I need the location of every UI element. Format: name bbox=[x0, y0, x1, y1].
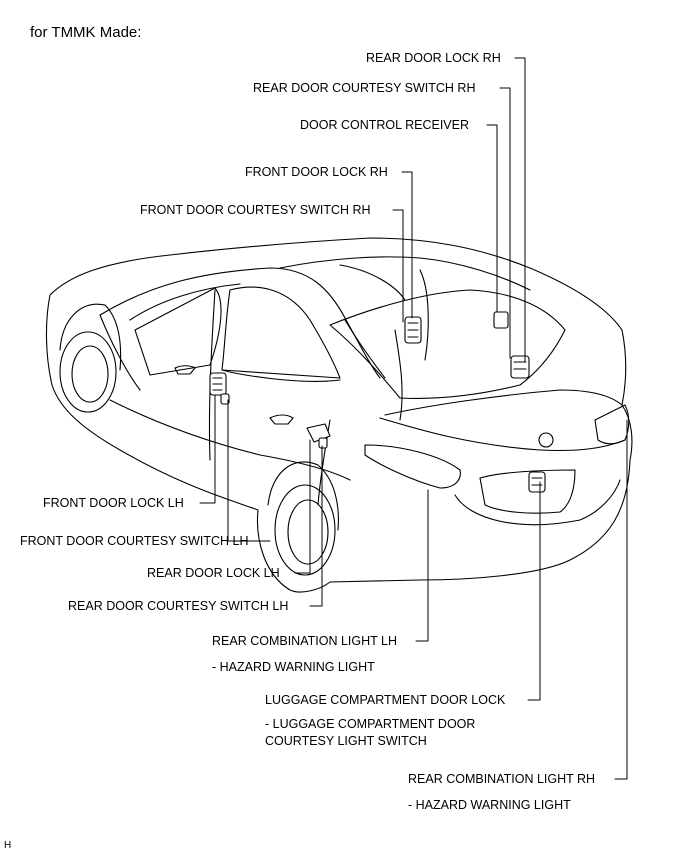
car-body-outline bbox=[45, 237, 633, 593]
rear-door-courtesy-switch-lh-component bbox=[318, 437, 328, 449]
label-front-door-courtesy-switch-lh: FRONT DOOR COURTESY SWITCH LH bbox=[20, 534, 249, 548]
label-luggage-compartment-door-lock: LUGGAGE COMPARTMENT DOOR LOCK bbox=[265, 693, 506, 707]
front-door-lock-lh-component bbox=[209, 372, 227, 396]
label-rear-door-courtesy-switch-rh: REAR DOOR COURTESY SWITCH RH bbox=[253, 81, 476, 95]
label-front-door-lock-lh: FRONT DOOR LOCK LH bbox=[43, 496, 184, 510]
front-window bbox=[134, 287, 222, 376]
rear-wheel bbox=[274, 484, 336, 576]
front-door-lock-rh-component bbox=[404, 316, 422, 344]
rear-windshield bbox=[329, 289, 566, 399]
label-front-door-lock-rh: FRONT DOOR LOCK RH bbox=[245, 165, 388, 179]
leader-lines bbox=[199, 57, 628, 780]
rear-combination-light-lh-shape bbox=[364, 444, 461, 489]
front-door-courtesy-switch-lh-component bbox=[220, 393, 230, 405]
label-rear-combination-light-lh: REAR COMBINATION LIGHT LH bbox=[212, 634, 397, 648]
luggage-door-lock-component bbox=[528, 471, 546, 493]
label-rear-combination-light-lh-sub: - HAZARD WARNING LIGHT bbox=[212, 660, 375, 674]
license-plate-area bbox=[479, 469, 576, 514]
rear-combination-light-rh-shape bbox=[594, 404, 630, 445]
label-rear-combination-light-rh-sub: - HAZARD WARNING LIGHT bbox=[408, 798, 571, 812]
label-luggage-sub-1: - LUGGAGE COMPARTMENT DOOR bbox=[265, 717, 476, 731]
label-rear-combination-light-rh: REAR COMBINATION LIGHT RH bbox=[408, 772, 596, 786]
front-wheel bbox=[59, 331, 117, 413]
label-rear-door-lock-rh: REAR DOOR LOCK RH bbox=[366, 51, 501, 65]
label-luggage-sub-2: COURTESY LIGHT SWITCH bbox=[265, 734, 427, 748]
diagram-title: for TMMK Made: bbox=[30, 24, 142, 41]
trunk-lid bbox=[384, 389, 623, 416]
car-roof bbox=[99, 267, 381, 379]
rear-window-side bbox=[221, 286, 341, 379]
label-front-door-courtesy-switch-rh: FRONT DOOR COURTESY SWITCH RH bbox=[140, 203, 371, 217]
door-control-receiver-component bbox=[493, 311, 509, 329]
emblem bbox=[538, 432, 554, 448]
corner-mark: H bbox=[4, 840, 12, 851]
label-door-control-receiver: DOOR CONTROL RECEIVER bbox=[300, 118, 470, 132]
label-rear-door-courtesy-switch-lh: REAR DOOR COURTESY SWITCH LH bbox=[68, 599, 289, 613]
rear-door-lock-rh-component bbox=[510, 355, 530, 379]
label-rear-door-lock-lh: REAR DOOR LOCK LH bbox=[147, 566, 280, 580]
